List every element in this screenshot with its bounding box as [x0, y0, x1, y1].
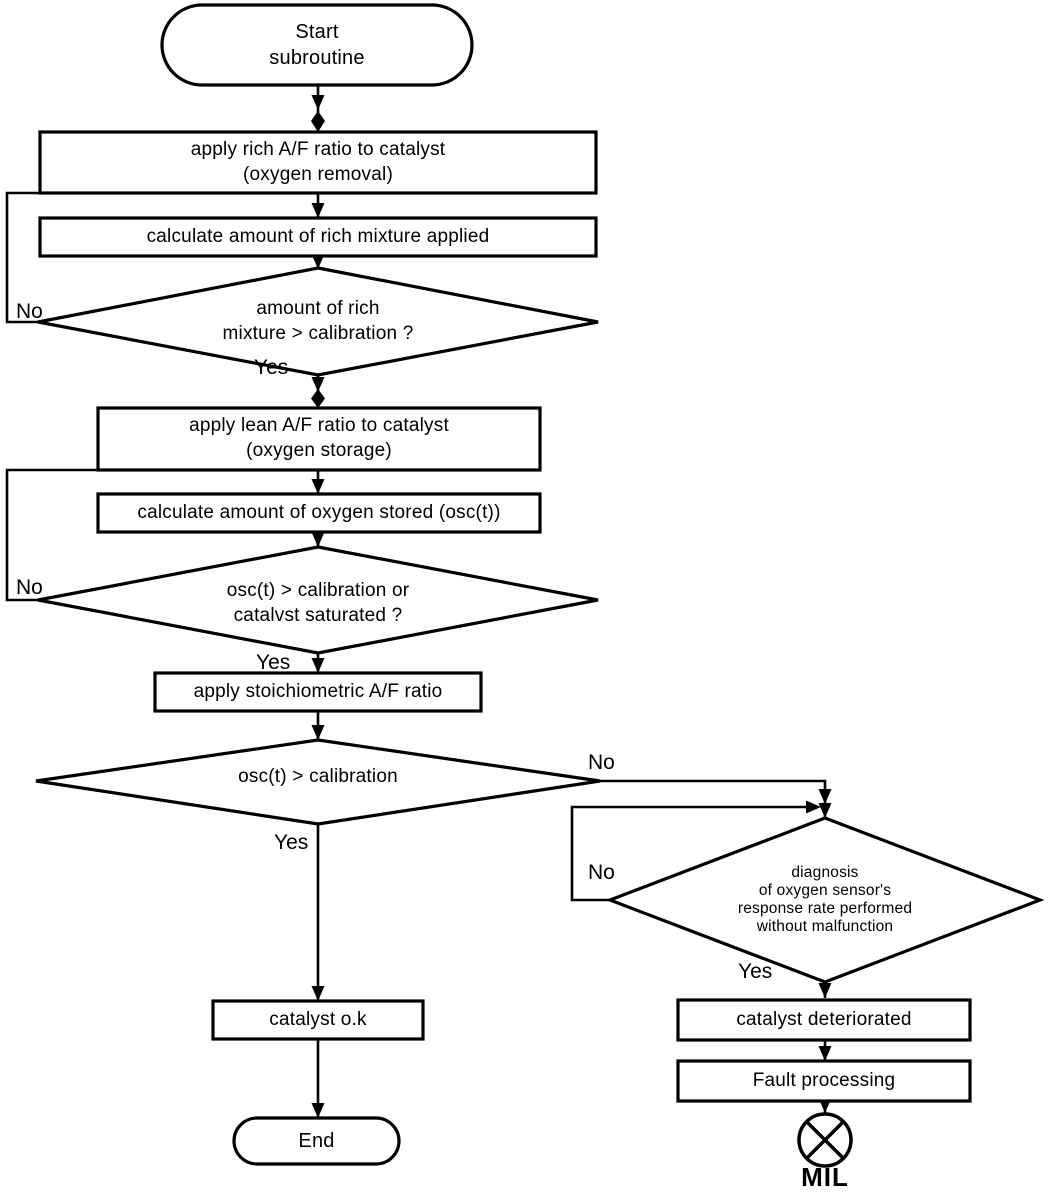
edge-label-decision-sensor-yes: Yes [738, 960, 773, 983]
decision-diamond-rich [37, 266, 599, 377]
decision-diamond-sensor [605, 816, 1045, 984]
edge-apply-stoich-to-decision-cal [311, 711, 325, 740]
start-label: Start subroutine [269, 21, 365, 69]
edge-label-decision-osc-no: No [16, 576, 43, 599]
edge-catalyst-ok-to-end [311, 1039, 325, 1118]
mil-lamp-icon [797, 1112, 853, 1168]
apply-lean-label: apply lean A/F ratio to catalyst (oxygen… [189, 415, 449, 461]
catalyst-deteriorated-label: catalyst deteriorated [736, 1008, 912, 1030]
process-box-apply-lean [96, 406, 542, 472]
decision-cal-label: osc(t) > calibration [238, 765, 398, 787]
edge-label-decision-rich-no: No [16, 300, 43, 323]
end-terminator-shape [232, 1116, 401, 1166]
edge-start-to-apply-rich [311, 85, 325, 132]
edge-label-decision-cal-yes: Yes [274, 831, 309, 854]
process-box-catalyst-deteriorated [676, 998, 972, 1042]
decision-osc-label: osc(t) > calibration or catalvst saturat… [226, 580, 410, 626]
mil-label: MIL [801, 1162, 849, 1193]
edge-catalyst-deteriorated-to-fault [818, 1040, 832, 1061]
apply-rich-label: apply rich A/F ratio to catalyst (oxygen… [190, 138, 446, 185]
edge-decision-cal-no [600, 779, 832, 818]
decision-diamond-cal [35, 738, 601, 826]
edge-label-decision-cal-no: No [588, 751, 615, 774]
process-box-apply-rich [38, 130, 598, 195]
process-box-fault-processing [676, 1059, 972, 1103]
process-box-calc-rich [38, 216, 598, 258]
apply-stoich-label: apply stoichiometric A/F ratio [193, 680, 443, 702]
calc-rich-label: calculate amount of rich mixture applied [146, 225, 490, 247]
decision-diamond-osc [37, 545, 599, 655]
edge-decision-osc-yes [311, 653, 325, 673]
edge-decision-rich-yes [311, 375, 325, 408]
edge-apply-lean-to-calc-osc [311, 470, 325, 494]
edge-label-decision-sensor-no: No [588, 861, 615, 884]
decision-rich-label: amount of rich mixture > calibration ? [222, 298, 414, 344]
edge-decision-cal-yes [311, 824, 325, 1001]
edge-apply-rich-to-calc-rich [311, 193, 325, 218]
process-box-calc-osc [96, 492, 542, 534]
start-terminator-shape [160, 3, 474, 87]
edge-decision-sensor-no-loop [570, 800, 821, 902]
edge-label-decision-rich-yes: Yes [254, 356, 289, 379]
edge-calc-osc-to-decision-osc [311, 532, 325, 547]
decision-sensor-label: diagnosis of oxygen sensor's response ra… [737, 863, 913, 936]
calc-osc-label: calculate amount of oxygen stored (osc(t… [137, 501, 501, 523]
catalyst-ok-label: catalyst o.k [269, 1008, 367, 1030]
edge-label-decision-osc-yes: Yes [256, 651, 291, 674]
fault-processing-label: Fault processing [752, 1069, 896, 1091]
process-box-catalyst-ok [211, 999, 425, 1041]
end-label: End [298, 1130, 335, 1152]
edge-decision-osc-no-loop [5, 468, 98, 602]
edge-decision-sensor-yes [818, 982, 832, 998]
process-box-apply-stoich [153, 671, 483, 713]
edge-decision-rich-no-loop [5, 191, 40, 324]
